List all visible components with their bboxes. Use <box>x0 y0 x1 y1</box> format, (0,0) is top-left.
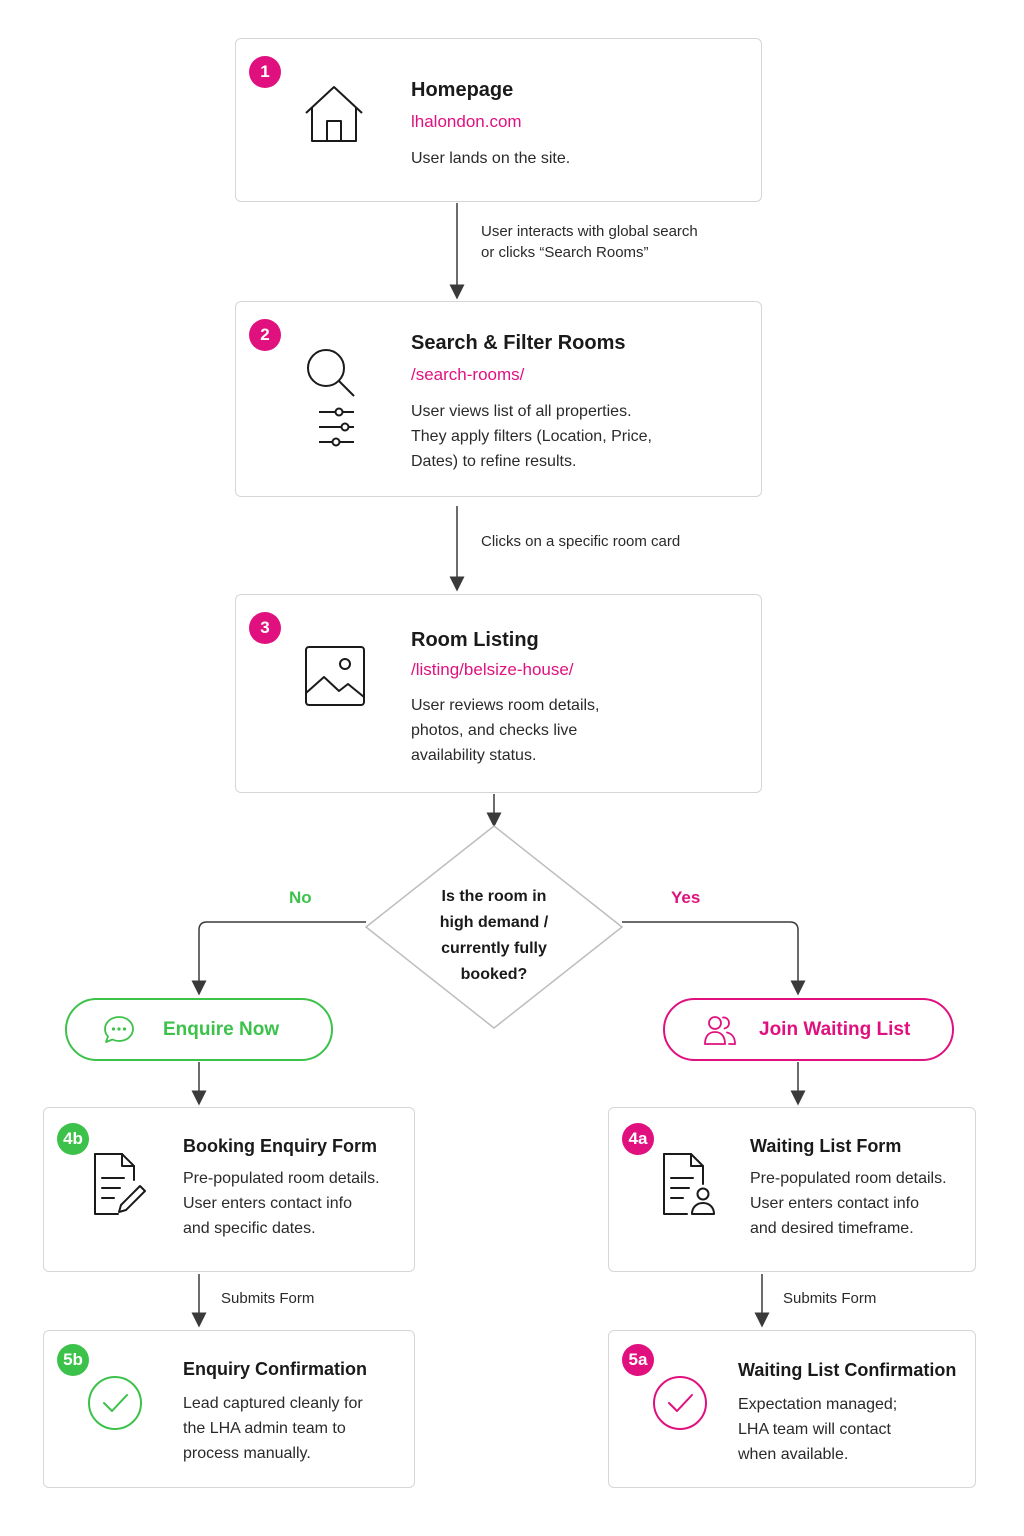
document-user-icon <box>663 1153 715 1215</box>
users-icon <box>704 1015 736 1045</box>
step-badge: 5b <box>57 1344 89 1376</box>
join-waiting-list-label: Join Waiting List <box>759 1018 911 1040</box>
step-1-card: 1 Homepage lhalondon.com User lands on t… <box>235 38 762 202</box>
step-badge: 4b <box>57 1123 89 1155</box>
step-title: Search & Filter Rooms <box>411 332 626 354</box>
edge-label-1-2: User interacts with global search or cli… <box>481 223 698 261</box>
step-5b-card: 5b Enquiry Confirmation Lead captured cl… <box>43 1330 415 1488</box>
step-title: Waiting List Confirmation <box>738 1360 957 1380</box>
step-description: Expectation managed; LHA team will conta… <box>738 1396 898 1463</box>
check-circle-icon <box>653 1376 707 1430</box>
step-4b-card: 4b Booking Enquiry Form Pre-populated ro… <box>43 1107 415 1272</box>
step-5a-card: 5a Waiting List Confirmation Expectation… <box>608 1330 976 1488</box>
document-edit-icon <box>94 1153 146 1215</box>
house-icon <box>305 86 363 142</box>
step-url[interactable]: lhalondon.com <box>411 112 522 131</box>
step-3-card: 3 Room Listing /listing/belsize-house/ U… <box>235 594 762 793</box>
image-icon <box>305 646 365 706</box>
step-badge: 4a <box>622 1123 654 1155</box>
step-title: Booking Enquiry Form <box>183 1136 378 1156</box>
step-url[interactable]: /listing/belsize-house/ <box>411 660 574 679</box>
step-2-card: 2 Search & Filter Rooms /search-rooms/ U… <box>235 301 762 497</box>
step-url[interactable]: /search-rooms/ <box>411 365 525 384</box>
step-title: Enquiry Confirmation <box>183 1359 367 1379</box>
search-filter-icon <box>307 349 355 447</box>
no-branch-label: No <box>289 888 312 907</box>
step-description: User lands on the site. <box>411 150 571 167</box>
yes-branch-label: Yes <box>671 888 701 907</box>
step-badge: 3 <box>249 612 281 644</box>
chat-bubble-icon <box>104 1015 134 1043</box>
step-4a-card: 4a Waiting List Form Pre-populated room … <box>608 1107 976 1272</box>
join-waiting-list-button[interactable]: Join Waiting List <box>663 998 954 1061</box>
edge-label-4b-5b: Submits Form <box>221 1290 315 1307</box>
step-description: User views list of all properties. They … <box>411 403 652 470</box>
step-title: Homepage <box>411 79 514 101</box>
step-title: Room Listing <box>411 629 539 651</box>
check-circle-icon <box>88 1376 142 1430</box>
connector-yes-branch <box>622 921 806 996</box>
enquire-now-label: Enquire Now <box>163 1018 280 1040</box>
step-description: Lead captured cleanly for the LHA admin … <box>183 1395 363 1462</box>
step-badge: 2 <box>249 319 281 351</box>
decision-question: Is the room in high demand / currently f… <box>439 888 549 983</box>
edge-label-4a-5a: Submits Form <box>783 1290 877 1307</box>
decision-diamond <box>364 825 624 1029</box>
step-description: Pre-populated room details. User enters … <box>750 1170 947 1237</box>
edge-label-2-3: Clicks on a specific room card <box>481 533 681 550</box>
step-title: Waiting List Form <box>750 1136 902 1156</box>
enquire-now-button[interactable]: Enquire Now <box>65 998 333 1061</box>
step-badge: 1 <box>249 56 281 88</box>
step-description: User reviews room details, photos, and c… <box>411 697 600 764</box>
step-badge: 5a <box>622 1344 654 1376</box>
connector-no-branch <box>191 921 366 996</box>
step-description: Pre-populated room details. User enters … <box>183 1170 380 1237</box>
